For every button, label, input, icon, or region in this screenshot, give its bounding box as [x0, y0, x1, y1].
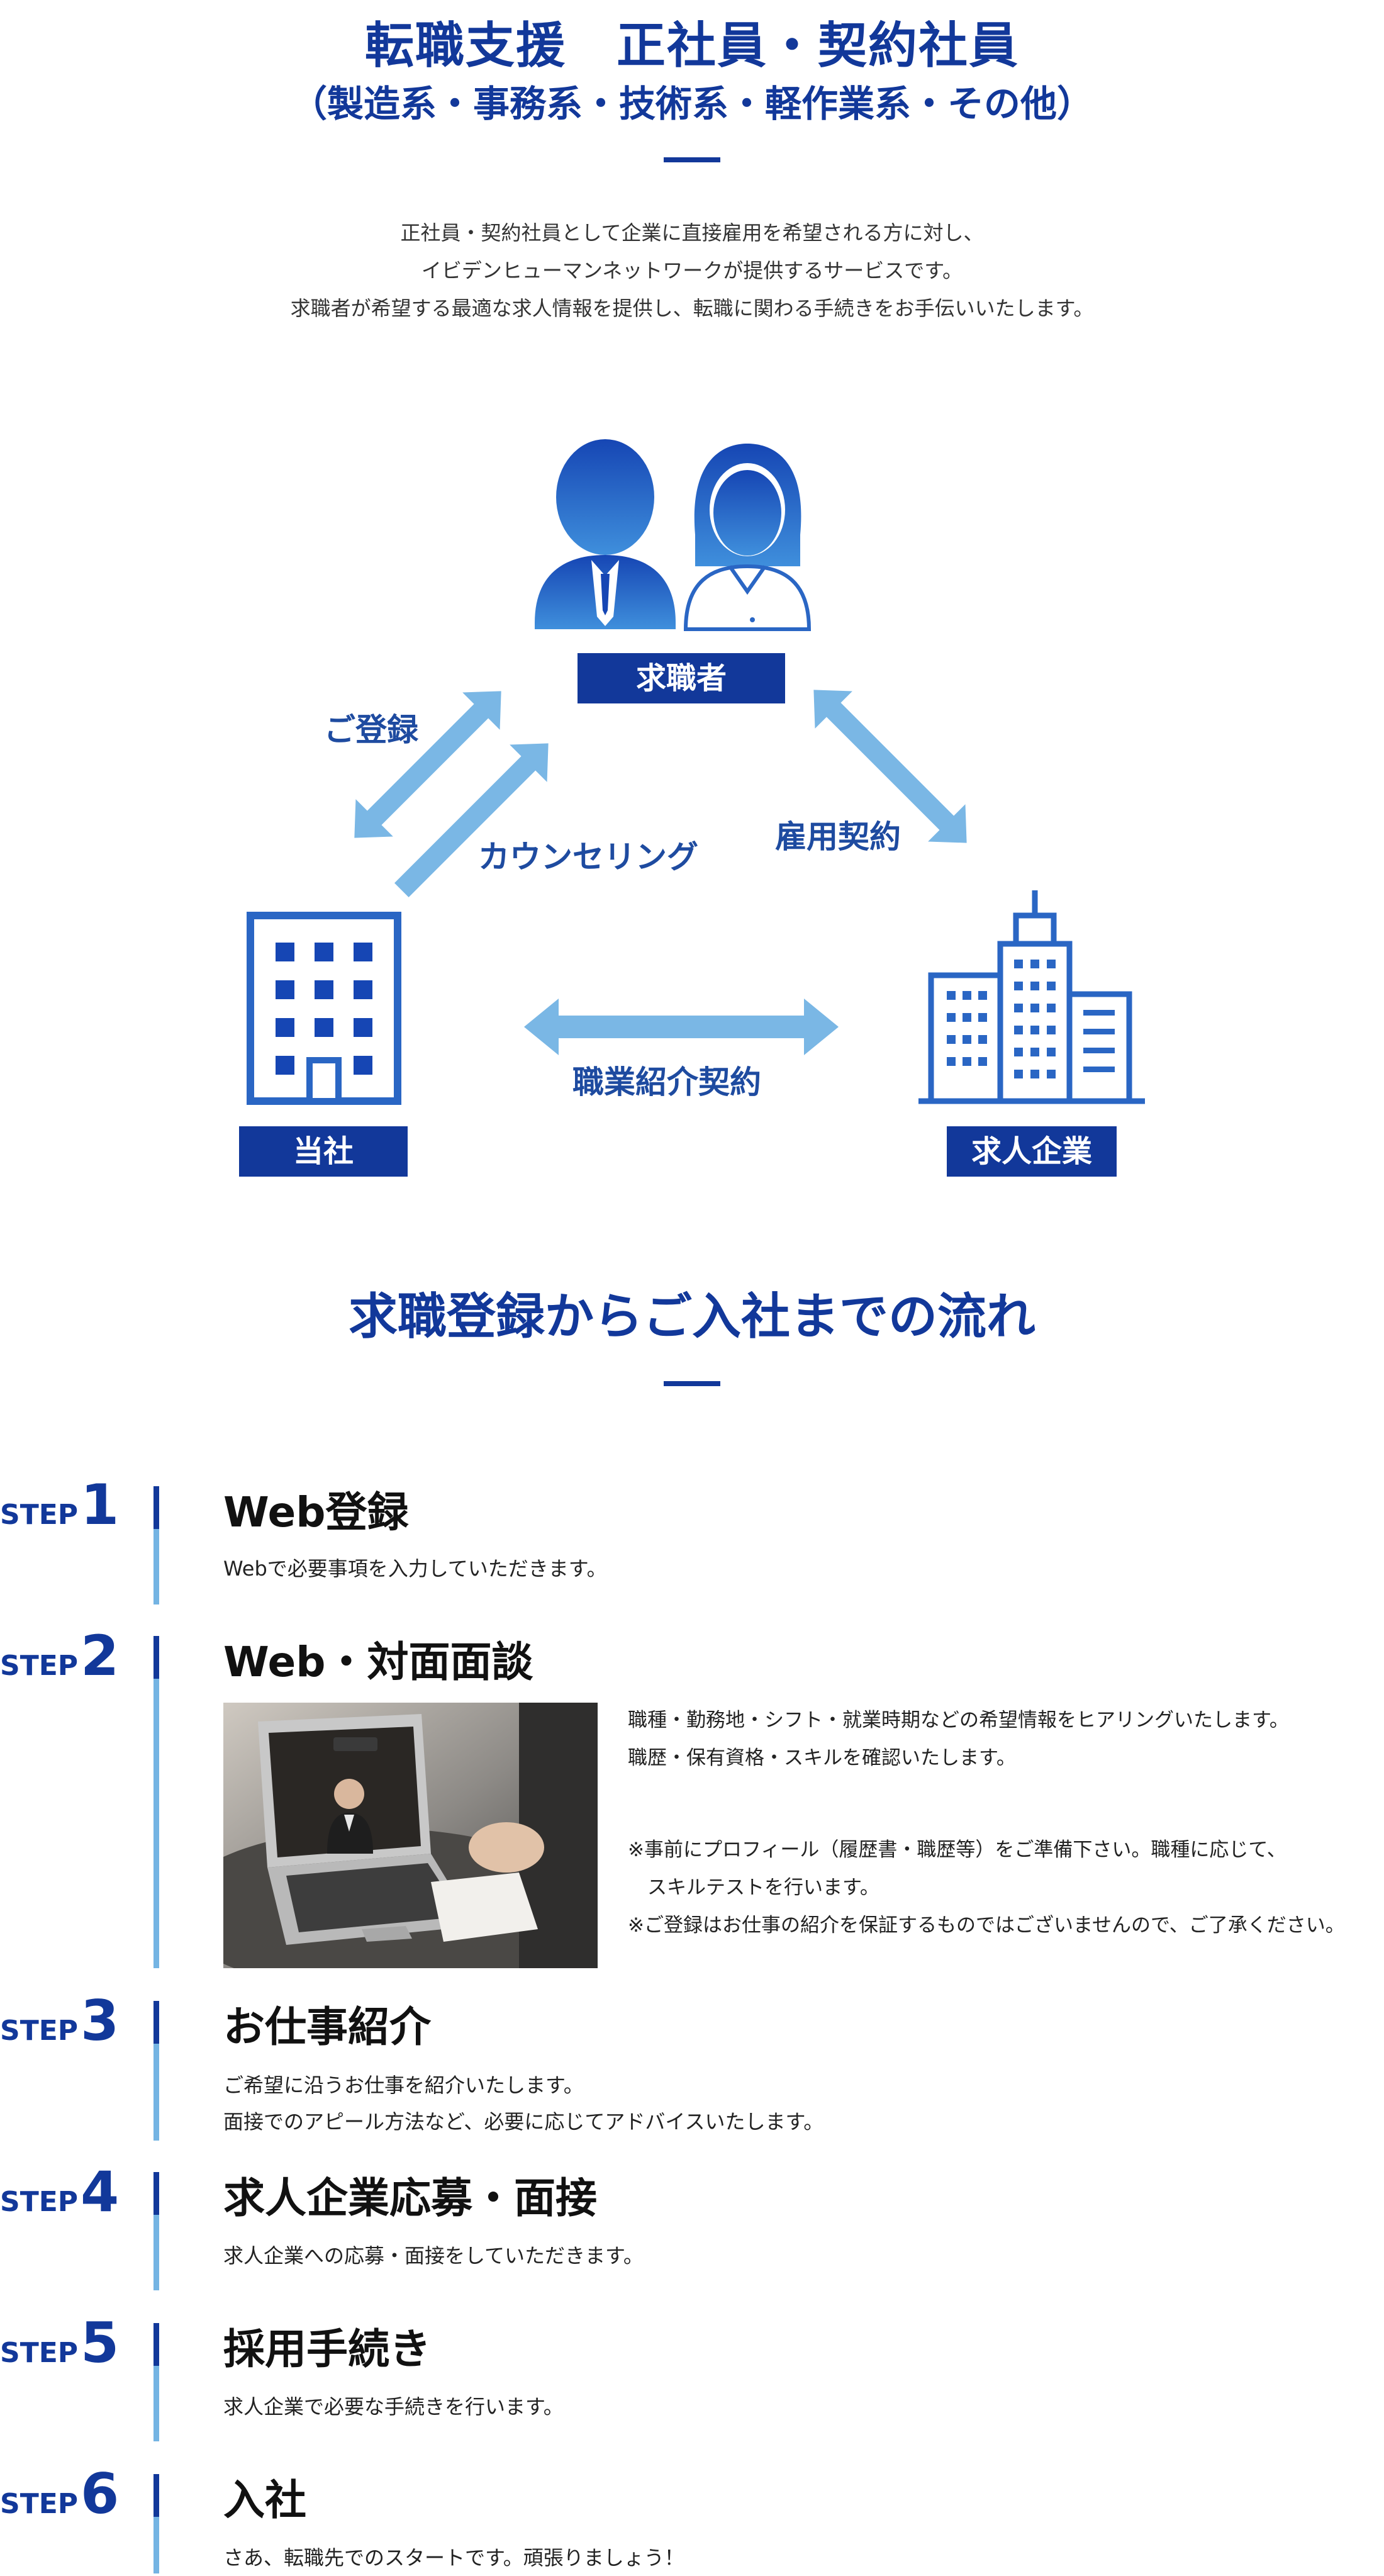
video-interview-photo [173, 1703, 598, 1992]
step-6-label: STEP6 [0, 2461, 126, 2526]
step-word: STEP [0, 1499, 79, 1531]
employer-buildings-icon [918, 890, 1145, 1104]
step-3-title: お仕事紹介 [223, 2003, 431, 2051]
placement-contract-label: 職業紹介契約 [572, 1064, 761, 1100]
step-text-line: 職種・勤務地・シフト・就業時期などの希望情報をヒアリングいたします。 [628, 1709, 1289, 1732]
placement-contract-arrow [524, 999, 839, 1055]
step-text-line [628, 1777, 1345, 1831]
step-5-title: 採用手続き [223, 2325, 431, 2373]
step-3-text: ご希望に沿うお仕事を紹介いたします。 面接でのアピール方法など、必要に応じてアド… [223, 2067, 823, 2140]
page-subtitle: （製造系・事務系・技術系・軽作業系・その他） [290, 82, 1093, 125]
step-5-label: STEP5 [0, 2310, 126, 2375]
step-1-text: Webで必要事項を入力していただきます。 [223, 1550, 607, 1587]
step-2-bar [153, 1636, 159, 1968]
step-text-line: 面接でのアピール方法など、必要に応じてアドバイスいたします。 [223, 2110, 824, 2134]
counseling-label: カウンセリング [478, 839, 698, 875]
step-2-label: STEP2 [0, 1623, 126, 1688]
job-seeker-label: 求職者 [578, 653, 785, 703]
building-windows [947, 960, 1115, 1078]
step-1-title: Web登録 [223, 1488, 409, 1537]
flow-title-underline [664, 1381, 720, 1386]
company-self-label: 当社 [239, 1126, 408, 1177]
employment-contract-label: 雇用契約 [775, 819, 901, 855]
step-6-bar [153, 2474, 159, 2573]
laptop-photo-illustration [173, 1703, 598, 1992]
step-word: STEP [0, 2015, 79, 2047]
step-word: STEP [0, 2337, 79, 2369]
step-4-text: 求人企業への応募・面接をしていただきます。 [223, 2237, 644, 2274]
company-building-icon [247, 912, 401, 1105]
step-5-text: 求人企業で必要な手続きを行います。 [223, 2388, 564, 2425]
step-text-line: 職歴・保有資格・スキルを確認いたします。 [628, 1747, 1016, 1769]
step-text-line: ※事前にプロフィール（履歴書・職歴等）をご準備下さい。職種に応じて、 [628, 1839, 1286, 1861]
counseling-arrow [394, 743, 549, 897]
step-4-bar [153, 2172, 159, 2290]
step-text-line: スキルテストを行います。 [628, 1876, 879, 1899]
step-6-text: さあ、転職先でのスタートです。頑張りましょう！ [223, 2540, 684, 2576]
step-text-line: 求人企業への応募・面接をしていただきます。 [223, 2244, 644, 2268]
step-3-bar [153, 2001, 159, 2141]
title-underline [664, 157, 720, 162]
flow-title: 求職登録からご入社までの流れ [348, 1289, 1035, 1345]
registration-arrow [354, 691, 501, 838]
step-number: 6 [81, 2461, 120, 2526]
employer-label: 求人企業 [947, 1126, 1117, 1177]
diagram-arrows [354, 690, 967, 1055]
step-number: 1 [81, 1472, 120, 1537]
step-number: 2 [81, 1623, 120, 1688]
intro-line: 求職者が希望する最適な求人情報を提供し、転職に関わる手続きをお手伝いいたします。 [290, 296, 1094, 320]
step-2-title: Web・対面面談 [223, 1638, 533, 1686]
female-person-icon [683, 444, 812, 631]
step-text-line: 求人企業で必要な手続きを行います。 [223, 2395, 564, 2419]
step-4-title: 求人企業応募・面接 [223, 2174, 597, 2222]
step-6-title: 入社 [223, 2476, 306, 2524]
registration-label: ご登録 [324, 712, 418, 748]
step-1-label: STEP1 [0, 1472, 126, 1537]
step-text-line: ※ご登録はお仕事の紹介を保証するものではございませんので、ご了承ください。 [628, 1914, 1345, 1937]
step-word: STEP [0, 2186, 79, 2218]
intro-text: 正社員・契約社員として企業に直接雇用を希望される方に対し、 イビデンヒューマンネ… [0, 214, 1384, 327]
intro-line: イビデンヒューマンネットワークが提供するサービスです。 [421, 259, 963, 283]
diagram-graphics [247, 439, 1145, 1105]
step-number: 3 [81, 1988, 120, 2053]
step-word: STEP [0, 2488, 79, 2520]
page-title: 転職支援 正社員・契約社員 [364, 18, 1019, 74]
step-text-line: Webで必要事項を入力していただきます。 [223, 1557, 607, 1581]
step-1-bar [153, 1486, 159, 1604]
service-diagram: 求職者 当社 求人企業 ご登録 カウンセリング 雇用契約 職業紹介契約 [0, 409, 1384, 1202]
step-number: 5 [81, 2310, 120, 2375]
step-number: 4 [81, 2159, 120, 2224]
intro-line: 正社員・契約社員として企業に直接雇用を希望される方に対し、 [400, 221, 984, 245]
step-word: STEP [0, 1650, 79, 1682]
employment-contract-arrow [813, 690, 967, 843]
step-2-text: 職種・勤務地・シフト・就業時期などの希望情報をヒアリングいたします。 職歴・保有… [628, 1701, 1345, 1944]
step-3-label: STEP3 [0, 1988, 126, 2053]
step-text-line: ご希望に沿うお仕事を紹介いたします。 [223, 2073, 584, 2097]
step-4-label: STEP4 [0, 2159, 126, 2224]
step-5-bar [153, 2323, 159, 2441]
step-text-line: さあ、転職先でのスタートです。頑張りましょう！ [223, 2546, 684, 2570]
male-person-icon [535, 439, 676, 629]
